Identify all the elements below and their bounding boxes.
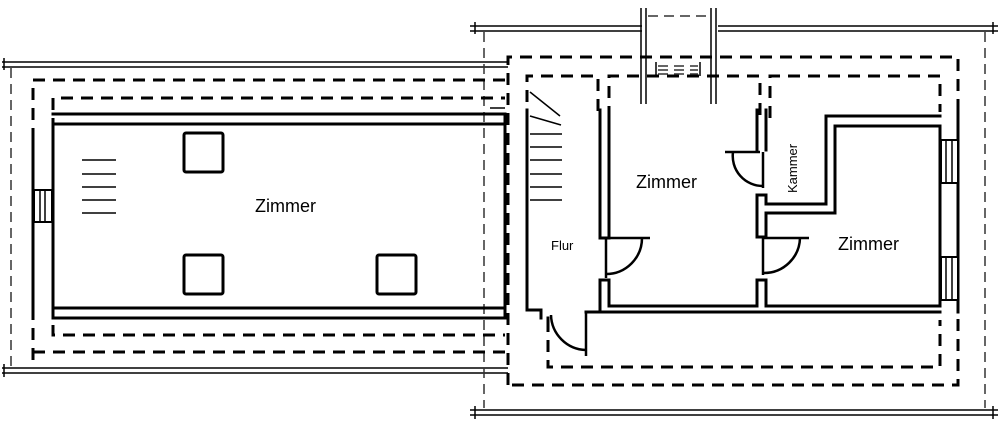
right-wing xyxy=(506,55,960,387)
staircase-hall xyxy=(529,91,562,201)
room-label-hall: Flur xyxy=(551,238,574,253)
door-hall-center xyxy=(604,236,650,278)
door-hall-entry xyxy=(549,312,588,356)
window-right-lower xyxy=(940,256,959,301)
room-label-left: Zimmer xyxy=(255,196,316,216)
window-right-upper xyxy=(940,139,959,184)
room-label-center: Zimmer xyxy=(636,172,697,192)
eave-lines xyxy=(2,8,998,419)
door-center-kammer xyxy=(725,150,765,188)
roof-hatch xyxy=(655,62,701,76)
room-label-storage: Kammer xyxy=(785,143,800,193)
left-wing xyxy=(31,78,507,360)
chimney-2 xyxy=(182,253,225,296)
projection-lines xyxy=(10,32,986,408)
chimney-3 xyxy=(375,253,418,296)
door-right-room xyxy=(761,236,809,275)
chimney-1 xyxy=(182,131,225,174)
staircase-left xyxy=(82,159,116,214)
room-label-right: Zimmer xyxy=(838,234,899,254)
window-left xyxy=(33,189,53,223)
